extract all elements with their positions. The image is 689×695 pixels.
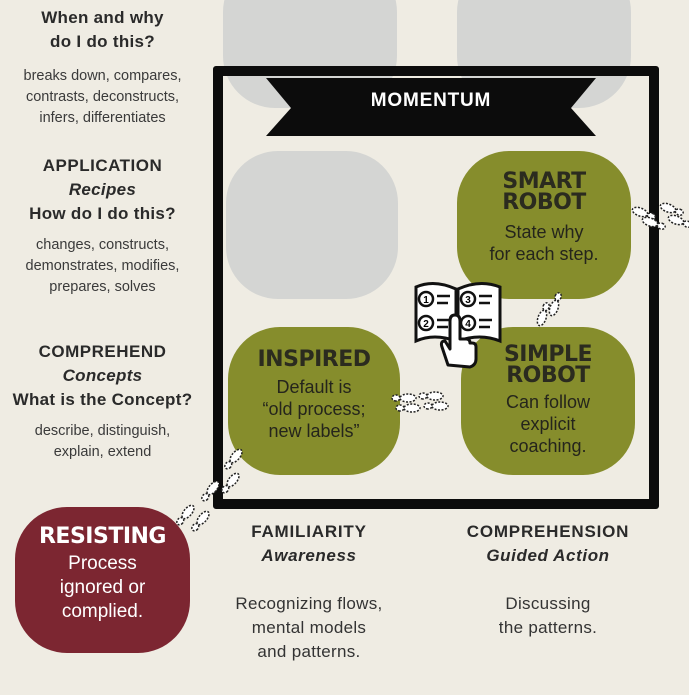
application-verbs-2: demonstrates, modifies, bbox=[25, 258, 180, 274]
momentum-banner-label: MOMENTUM bbox=[370, 90, 492, 111]
application-block: APPLICATION Recipes How do I do this? ch… bbox=[0, 154, 205, 298]
inspired-body-2: “old process; bbox=[262, 399, 366, 419]
simple-robot-title-2: ROBOT bbox=[506, 363, 590, 388]
application-question: How do I do this? bbox=[29, 204, 176, 223]
momentum-frame bbox=[213, 66, 659, 509]
comprehension-subheading: Guided Action bbox=[486, 546, 610, 565]
analysis-block: When and why do I do this? breaks down, … bbox=[0, 6, 205, 129]
analysis-question-line-1: When and why bbox=[41, 8, 164, 27]
smart-robot-title-1: SMART bbox=[502, 169, 586, 194]
analysis-question-line-2: do I do this? bbox=[50, 32, 155, 51]
comprehend-block: COMPREHEND Concepts What is the Concept?… bbox=[0, 340, 205, 463]
stage-smart-robot: SMART ROBOT State why for each step. bbox=[457, 151, 631, 299]
simple-robot-body-2: explicit bbox=[520, 414, 576, 434]
comprehend-verbs-2: explain, extend bbox=[53, 444, 152, 460]
stage-resisting: RESISTING Process ignored or complied. bbox=[15, 507, 190, 653]
familiarity-heading: FAMILIARITY bbox=[251, 522, 367, 541]
familiarity-text-3: and patterns. bbox=[257, 642, 361, 661]
comprehend-heading: COMPREHEND bbox=[38, 342, 167, 361]
svg-text:2: 2 bbox=[423, 319, 429, 330]
comprehend-subheading: Concepts bbox=[62, 366, 143, 385]
analysis-verbs-1: breaks down, compares, bbox=[23, 68, 182, 84]
comprehension-column: COMPREHENSION Guided Action Discussing t… bbox=[450, 520, 646, 640]
comprehend-question: What is the Concept? bbox=[12, 390, 193, 409]
analysis-verbs-3: infers, differentiates bbox=[39, 110, 166, 126]
comprehension-heading: COMPREHENSION bbox=[466, 522, 630, 541]
familiarity-subheading: Awareness bbox=[261, 546, 357, 565]
stage-simple-robot: SIMPLE ROBOT Can follow explicit coachin… bbox=[461, 327, 635, 475]
resisting-title: RESISTING bbox=[38, 524, 167, 549]
simple-robot-body-1: Can follow bbox=[505, 392, 591, 412]
simple-robot-body-3: coaching. bbox=[509, 436, 587, 456]
simple-robot-title-1: SIMPLE bbox=[503, 342, 593, 367]
inspired-body-3: new labels” bbox=[268, 421, 360, 441]
analysis-verbs-2: contrasts, deconstructs, bbox=[25, 89, 180, 105]
comprehend-verbs-1: describe, distinguish, bbox=[34, 423, 171, 439]
svg-text:1: 1 bbox=[423, 295, 429, 306]
application-subheading: Recipes bbox=[68, 180, 137, 199]
smart-robot-title-2: ROBOT bbox=[502, 190, 586, 215]
smart-robot-body-2: for each step. bbox=[489, 244, 599, 264]
familiarity-text-2: mental models bbox=[251, 618, 367, 637]
resisting-body-3: complied. bbox=[61, 601, 144, 622]
application-verbs-3: prepares, solves bbox=[49, 279, 156, 295]
application-heading: APPLICATION bbox=[42, 156, 163, 175]
familiarity-column: FAMILIARITY Awareness Recognizing flows,… bbox=[213, 520, 405, 664]
ghost-bubble-application bbox=[226, 151, 398, 299]
svg-text:4: 4 bbox=[465, 319, 471, 330]
stage-inspired: INSPIRED Default is “old process; new la… bbox=[228, 327, 400, 475]
numbered-book-hand-icon: 1 2 3 4 bbox=[414, 282, 502, 369]
comprehension-text-1: Discussing bbox=[505, 594, 591, 613]
inspired-body-1: Default is bbox=[276, 377, 352, 397]
inspired-title: INSPIRED bbox=[257, 347, 371, 372]
familiarity-text-1: Recognizing flows, bbox=[235, 594, 383, 613]
resisting-body-2: ignored or bbox=[59, 577, 146, 598]
svg-text:3: 3 bbox=[465, 295, 471, 306]
comprehension-text-2: the patterns. bbox=[498, 618, 598, 637]
resisting-body-1: Process bbox=[68, 553, 137, 574]
smart-robot-body-1: State why bbox=[504, 222, 584, 242]
momentum-banner bbox=[266, 78, 596, 136]
application-verbs-1: changes, constructs, bbox=[36, 237, 169, 253]
